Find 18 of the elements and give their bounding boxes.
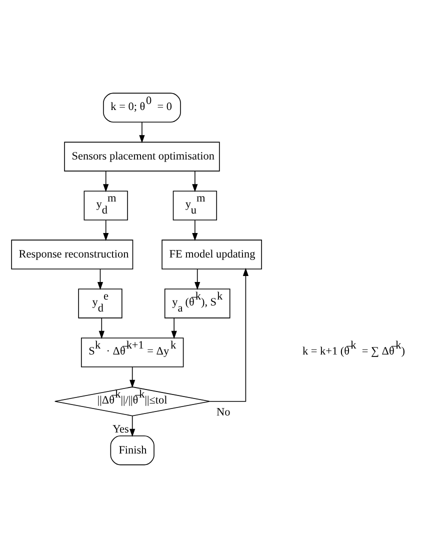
arrow (192, 170, 198, 192)
arrow (209, 268, 249, 402)
edge-label: Yes (112, 424, 129, 436)
arrow (98, 318, 104, 339)
node-box: Finish (110, 436, 154, 466)
arrow (97, 268, 104, 290)
node-box: FE model updating (162, 240, 262, 270)
arrow (103, 170, 109, 192)
node-box: Sensors placement optimisation (64, 142, 220, 172)
arrow (171, 318, 177, 339)
arrow (139, 122, 145, 144)
arrow (130, 416, 136, 437)
arrow (103, 220, 109, 242)
edge-label: No (216, 406, 230, 419)
arrow (194, 268, 200, 290)
node-box: Response reconstruction (11, 240, 134, 270)
arrow (130, 366, 136, 388)
arrow (192, 220, 198, 242)
